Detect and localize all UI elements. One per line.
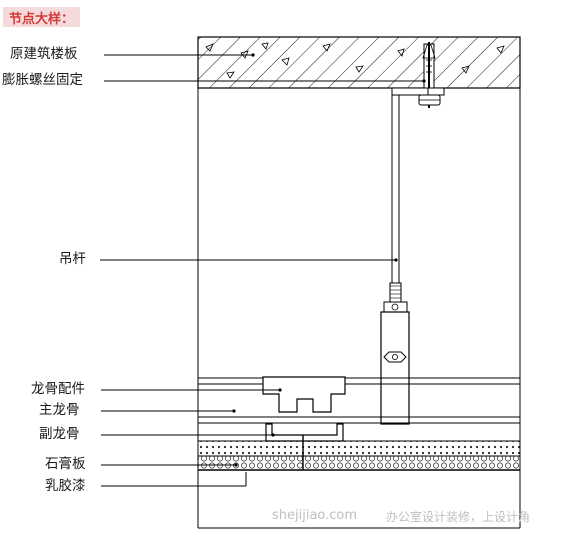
label-connector: 龙骨配件 — [31, 381, 85, 397]
label-slab: 原建筑楼板 — [10, 46, 78, 62]
suspension-clip — [380, 311, 410, 425]
title-box: 节点大样： — [3, 7, 81, 27]
gypsum-board — [198, 440, 520, 471]
concrete-slab — [197, 36, 521, 89]
label-paint: 乳胶漆 — [45, 478, 86, 494]
label-main-keel: 主龙骨 — [39, 402, 80, 418]
label-sub-keel: 副龙骨 — [39, 426, 80, 442]
keel-connector — [262, 376, 346, 413]
diagram-title: 节点大样： — [9, 11, 75, 27]
sub-keel — [265, 423, 344, 442]
label-gypsum: 石膏板 — [45, 456, 86, 472]
expansion-anchor — [414, 42, 445, 108]
watermark-site: shejijiao.com — [272, 508, 358, 523]
watermark-slogan: 办公室设计装修，上设计角 — [386, 510, 531, 524]
hanger-rod — [380, 94, 410, 325]
leader-lines — [100, 53, 426, 487]
main-keel — [198, 377, 520, 424]
label-anchor: 膨胀螺丝固定 — [2, 72, 83, 88]
label-rod: 吊杆 — [59, 251, 86, 267]
